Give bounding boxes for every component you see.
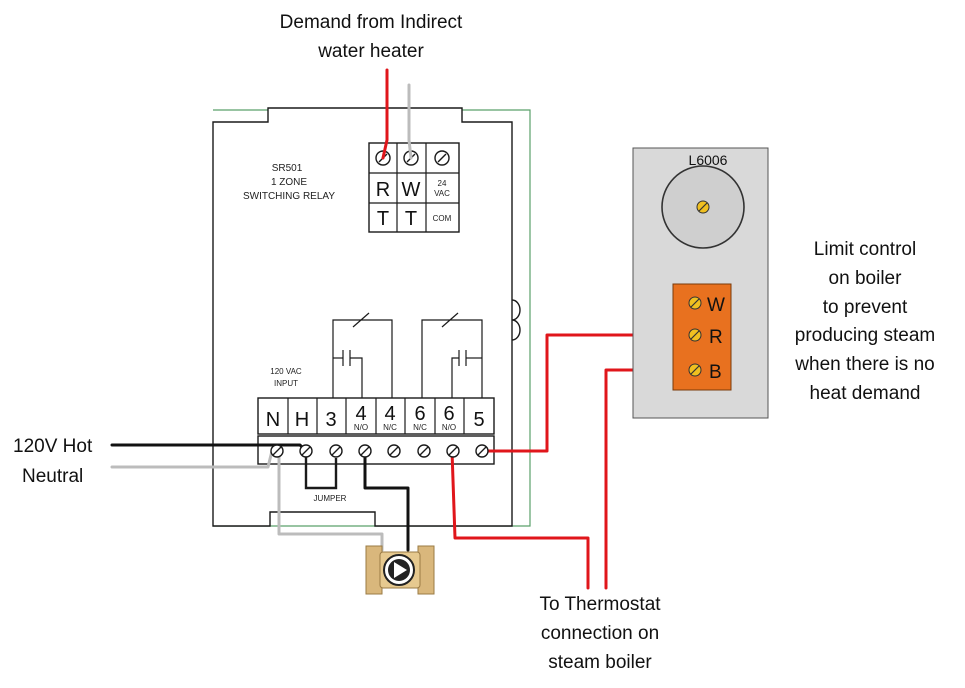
terminal-t1-label: T: [377, 208, 389, 230]
terminal-com-label: COM: [433, 214, 452, 223]
thermostat-label-1: To Thermostat: [539, 594, 661, 615]
terminal-w-label: W: [402, 179, 421, 201]
terminal-vac-label: VAC: [434, 189, 450, 198]
relay-contacts: [332, 312, 483, 400]
limit-r-red-wire: [480, 333, 690, 453]
limit-description-3: to prevent: [823, 297, 908, 318]
strip-screws: [270, 444, 489, 458]
terminal-6nc-label: 6: [414, 403, 425, 425]
thermostat-red-wire-a: [450, 449, 590, 590]
terminal-6no-label: 6: [443, 403, 454, 425]
terminal-24-label: 24: [438, 179, 447, 188]
terminal-4no-sub: N/O: [354, 423, 368, 432]
relay-input-label-1: 120 VAC: [270, 367, 302, 376]
limit-description-6: heat demand: [810, 383, 921, 404]
terminal-3-label: 3: [325, 409, 336, 431]
terminal-r-label: R: [376, 179, 390, 201]
terminal-t2-label: T: [405, 208, 417, 230]
terminal-6no-sub: N/O: [442, 423, 456, 432]
limit-model-label: L6006: [689, 152, 728, 168]
limit-terminal-block: [672, 283, 732, 391]
relay-model: SR501: [272, 163, 303, 174]
pump-neutral-wire: [277, 449, 384, 552]
jumper-label: JUMPER: [314, 494, 347, 503]
jumper: [304, 456, 338, 490]
demand-grey-wire: [407, 83, 413, 160]
limit-description-5: when there is no: [794, 354, 934, 375]
hot-label: 120V Hot: [13, 436, 93, 457]
limit-terminal-b: B: [709, 362, 722, 383]
terminal-4no-label: 4: [355, 403, 366, 425]
neutral-grey-wire: [110, 449, 274, 469]
limit-description-2: on boiler: [829, 268, 903, 289]
neutral-label: Neutral: [22, 466, 83, 487]
relay-type-label: SWITCHING RELAY: [243, 191, 335, 202]
terminal-4nc-label: 4: [384, 403, 395, 425]
terminal-6nc-sub: N/C: [413, 423, 427, 432]
limit-description-1: Limit control: [814, 239, 916, 260]
terminal-h-label: H: [295, 409, 309, 431]
relay-input-label-2: INPUT: [274, 379, 298, 388]
thermostat-label-2: connection on: [541, 623, 659, 644]
limit-description-4: producing steam: [795, 325, 935, 346]
top-terminal-block: [368, 142, 460, 233]
terminal-n-label: N: [266, 409, 280, 431]
limit-control: [632, 147, 769, 419]
pump-hot-wire: [363, 449, 410, 552]
title-line-1: Demand from Indirect: [280, 12, 463, 33]
relay-zone-label: 1 ZONE: [271, 177, 307, 188]
title-line-2: water heater: [317, 41, 424, 62]
circulator-pump-icon: [365, 545, 435, 595]
limit-terminal-r: R: [709, 327, 723, 348]
terminal-5-label: 5: [473, 409, 484, 431]
thermostat-label-3: steam boiler: [548, 652, 652, 673]
terminal-4nc-sub: N/C: [383, 423, 397, 432]
demand-red-wire: [381, 68, 389, 160]
terminal-strip: [257, 397, 495, 465]
terminal-strip-labels: N H 3 4 N/O 4 N/C 6 N/C 6 N/O 5: [266, 403, 485, 432]
limit-terminal-w: W: [707, 295, 725, 316]
